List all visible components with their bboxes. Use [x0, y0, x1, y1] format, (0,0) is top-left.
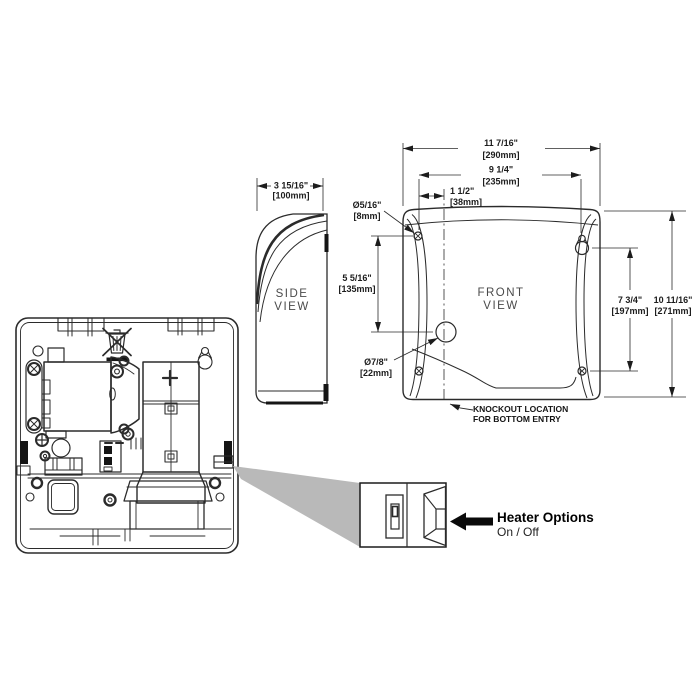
left-clip: [16, 465, 31, 476]
mount-hole-top-left: [413, 231, 423, 241]
dim-overall-width-mm: [290mm]: [482, 150, 519, 160]
callout-wedge: [233, 466, 360, 547]
side-view-label-line1: SIDE: [276, 288, 309, 300]
heater-callout: Heater Options On / Off: [233, 466, 594, 548]
dim-side-depth-mm: [100mm]: [272, 191, 309, 201]
knockout-note-line2: FOR BOTTOM ENTRY: [473, 414, 561, 424]
motor-duct-column: [136, 361, 206, 504]
heater-box: [43, 347, 112, 439]
left-switch-block: [20, 441, 28, 464]
mount-hole-bottom-left: [414, 366, 424, 376]
right-clip: [213, 455, 234, 469]
grommet-circle: [51, 438, 71, 458]
left-bracket: [25, 359, 51, 434]
front-view-label-line1: FRONT: [477, 287, 524, 299]
dimensions: 3 15/16" [100mm] 11 7/16" [290mm] 9 1/4"…: [256, 138, 693, 398]
side-switch-mark: [324, 234, 329, 252]
dim-hole-to-knockout-mm: [135mm]: [338, 284, 375, 294]
weee-crossed-bin-icon: [102, 327, 132, 362]
front-view-label-line2: VIEW: [483, 300, 518, 312]
dim-hole-spacing-h-in: 9 1/4": [489, 165, 513, 175]
dim-hole-spacing-h-mm: [235mm]: [482, 177, 519, 187]
dim-knockout-dia-mm: [22mm]: [360, 368, 392, 378]
dim-overall-height-mm: [271mm]: [654, 306, 691, 316]
dim-overall-height: 10 11/16" [271mm]: [604, 210, 693, 398]
dim-hole-spacing-v: 7 3/4" [197mm]: [590, 247, 649, 372]
knockout-note-line1: KNOCKOUT LOCATION: [473, 404, 568, 414]
dim-hole-dia-in: Ø5/16": [353, 200, 382, 210]
screw: [110, 364, 124, 379]
dim-knockout-dia-in: Ø7/8": [364, 357, 388, 367]
dim-overall-height-in: 10 11/16": [654, 295, 693, 305]
keyhole-slot: [197, 346, 213, 370]
dim-hole-to-centerline-mm: [38mm]: [450, 197, 482, 207]
dim-hole-spacing-v-mm: [197mm]: [611, 306, 648, 316]
keyhole-top-right: [574, 234, 590, 256]
fan-housing: [109, 355, 140, 435]
internal-view: [15, 317, 239, 554]
side-view: SIDE VIEW: [255, 213, 329, 405]
dim-hole-to-knockout: 5 5/16" [135mm]: [338, 235, 433, 333]
front-view: FRONT VIEW: [402, 189, 601, 403]
heater-callout-arrow-icon: [450, 512, 493, 531]
dim-side-depth: 3 15/16" [100mm]: [256, 178, 324, 211]
heater-switch-side: [423, 485, 447, 547]
base-plate: [25, 457, 232, 546]
terminal-block: [99, 427, 142, 473]
dim-hole-dia-mm: [8mm]: [353, 211, 380, 221]
knockout-note: KNOCKOUT LOCATION FOR BOTTOM ENTRY: [449, 403, 568, 424]
dim-overall-width-in: 11 7/16": [484, 138, 518, 148]
mount-hole-bottom-right: [577, 366, 587, 376]
dim-knockout-dia: Ø7/8" [22mm]: [360, 337, 439, 378]
dim-hole-to-knockout-in: 5 5/16": [342, 273, 371, 283]
dim-hole-spacing-v-in: 7 3/4": [618, 295, 642, 305]
heater-callout-subtitle: On / Off: [497, 525, 539, 539]
knockout-circle: [435, 321, 457, 343]
dim-overall-width: 11 7/16" [290mm]: [402, 138, 601, 206]
side-view-label-line2: VIEW: [274, 301, 309, 313]
heater-switch-front: [385, 494, 404, 539]
heater-detail-box: [359, 482, 447, 548]
wire-comb: [44, 457, 83, 476]
heater-callout-title: Heater Options: [497, 510, 594, 525]
dim-hole-to-centerline-in: 1 1/2": [450, 186, 474, 196]
heater-switch-block: [224, 441, 232, 464]
dim-hole-dia: Ø5/16" [8mm]: [353, 200, 415, 234]
internal-housing: [15, 317, 239, 554]
dim-hole-to-centerline: 1 1/2" [38mm]: [419, 186, 482, 207]
cover-edge-curve: [255, 213, 325, 305]
ground-screw: [35, 433, 51, 462]
dim-side-depth-in: 3 15/16": [274, 181, 308, 191]
dim-hole-spacing-h: 9 1/4" [235mm]: [418, 165, 582, 233]
